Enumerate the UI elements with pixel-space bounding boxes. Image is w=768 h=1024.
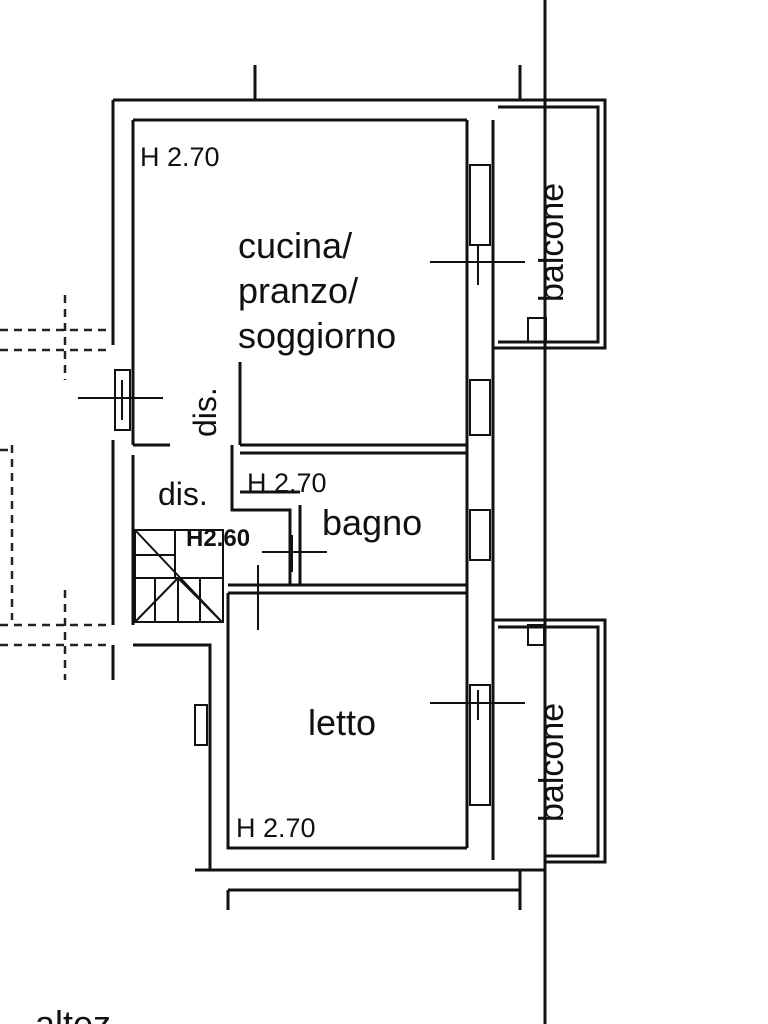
balcony-top-label: balcone (533, 183, 571, 302)
door-markers (78, 245, 525, 720)
bathroom-height: H 2.70 (247, 468, 327, 498)
hall-vertical-label: dis. (187, 387, 223, 437)
hall-label: dis. (158, 476, 208, 512)
staircase (134, 529, 224, 623)
bathroom-label: bagno (322, 502, 422, 543)
bedroom-height: H 2.70 (236, 813, 316, 843)
kitchen-label-1: cucina/ (238, 225, 352, 266)
kitchen-label-3: soggiorno (238, 315, 396, 356)
adjacent-unit-dashed (0, 295, 110, 680)
hall-height: H2.60 (186, 525, 250, 552)
balcony-bottom-label: balcone (533, 703, 571, 822)
kitchen-label-2: pranzo/ (238, 270, 358, 311)
balcony-bottom-outline (493, 618, 607, 864)
windows (114, 164, 491, 806)
bedroom-label: letto (308, 702, 376, 743)
interior-walls (133, 362, 467, 850)
balcony-top-outline (493, 98, 607, 350)
kitchen-height: H 2.70 (140, 142, 220, 172)
footer-text: altez (35, 1003, 111, 1024)
exterior-walls (111, 98, 547, 910)
